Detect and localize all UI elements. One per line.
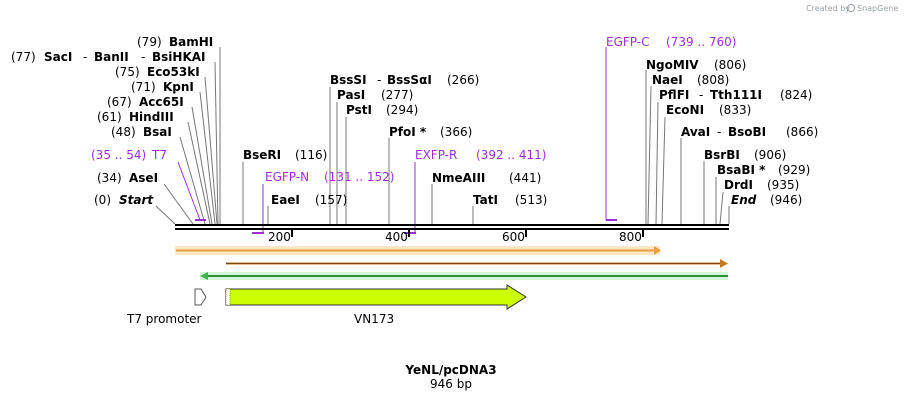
site-name-asei: AseI <box>129 171 158 185</box>
site-pos-pasi: (277) <box>381 88 413 102</box>
site-name-acc65i: Acc65I <box>139 95 184 109</box>
site-name-bsai: BsaI <box>143 125 172 139</box>
site-name-saci: SacI <box>44 50 72 64</box>
site-pos-pfoi: (366) <box>440 125 472 139</box>
site-pos-acc65i: (67) <box>107 95 132 109</box>
primer-range-exfp-r: (392 .. 411) <box>476 148 546 162</box>
orange-arrow-forward-2 <box>226 259 728 268</box>
site-name-ngomiv: NgoMIV <box>646 58 699 72</box>
site-pos-nmeaiii: (441) <box>509 171 541 185</box>
site-sep: - <box>717 125 721 139</box>
t7-promoter-arrow <box>194 288 207 306</box>
map-length: 946 bp <box>430 377 472 391</box>
site-pos-end: (946) <box>770 193 802 207</box>
site-pos-eco53ki: (75) <box>115 65 140 79</box>
site-name-tth111i: Tth111I <box>710 88 762 102</box>
ruler-ticks <box>291 229 644 237</box>
primer-range-egfp-c: (739 .. 760) <box>666 35 736 49</box>
map-title: YeNL/pcDNA3 <box>404 363 496 377</box>
credit-text: Created by <box>806 4 850 13</box>
site-pos-tati: (513) <box>515 193 547 207</box>
site-pos-bsabi: (929) <box>778 163 810 177</box>
site-name-nmeaiii: NmeAIII <box>432 171 485 185</box>
primer-name-t7: T7 <box>151 148 167 162</box>
site-lines <box>155 47 730 225</box>
site-name-bsssi: BssSI <box>330 73 367 87</box>
credit-brand: SnapGene <box>857 4 898 13</box>
site-name-start: Start <box>119 193 154 207</box>
site-name-hindiii: HindIII <box>129 110 174 124</box>
primer-range-t7: (35 .. 54) <box>91 148 146 162</box>
site-name-bsihkai: BsiHKAI <box>152 50 206 64</box>
tick-label-600: 600 <box>502 230 525 244</box>
site-pos-psti: (294) <box>386 103 418 117</box>
site-pos-hindiii: (61) <box>97 110 122 124</box>
site-pos-econi: (833) <box>719 103 751 117</box>
site-name-pfoi: PfoI * <box>389 125 427 139</box>
site-sep: - <box>141 50 145 64</box>
sites-left: (79) BamHI (77) SacI - BanII - BsiHKAI (… <box>11 35 213 207</box>
site-name-bsabi: BsaBI * <box>717 163 766 177</box>
primer-name-egfp-c: EGFP-C <box>606 35 649 49</box>
primer-name-egfp-n: EGFP-N <box>265 170 309 184</box>
sites-right: NgoMIV (806) NaeI (808) PflFI - Tth111I … <box>646 58 818 207</box>
site-name-naei: NaeI <box>652 73 683 87</box>
site-pos-kpni: (71) <box>131 80 156 94</box>
green-arrow-reverse <box>200 272 728 280</box>
site-name-bseri: BseRI <box>243 148 281 162</box>
site-pos-start: (0) <box>94 193 111 207</box>
site-name-end: End <box>731 193 757 207</box>
site-pos-bsssi: (266) <box>447 73 479 87</box>
site-name-bsobi: BsoBI <box>728 125 766 139</box>
dna-backbone <box>175 224 729 230</box>
site-pos-avai: (866) <box>786 125 818 139</box>
site-pos-saci: (77) <box>11 50 36 64</box>
primers <box>177 47 607 233</box>
site-sep: - <box>699 88 703 102</box>
site-name-econi: EcoNI <box>666 103 704 117</box>
snapgene-logo-icon <box>847 4 855 12</box>
site-name-drdi: DrdI <box>724 178 753 192</box>
site-sep: - <box>377 73 381 87</box>
site-pos-ngomiv: (806) <box>714 58 746 72</box>
site-name-pflfi: PflFI <box>659 88 689 102</box>
site-pos-bamhi: (79) <box>137 35 162 49</box>
site-pos-bseri: (116) <box>295 148 327 162</box>
site-name-pasi: PasI <box>337 88 365 102</box>
site-name-avai: AvaI <box>681 125 710 139</box>
primer-range-egfp-n: (131 .. 152) <box>324 170 394 184</box>
site-pos-pflfi: (824) <box>780 88 812 102</box>
feature-label-t7-promoter: T7 promoter <box>126 312 202 326</box>
tick-label-400: 400 <box>385 230 408 244</box>
site-pos-eaei: (157) <box>315 193 347 207</box>
sites-mid: BssSI - BssSαI (266) PasI (277) PstI (29… <box>243 73 547 207</box>
site-pos-asei: (34) <box>97 171 122 185</box>
site-name-eaei: EaeI <box>271 193 300 207</box>
vn173-arrow <box>225 284 527 310</box>
site-name-banii: BanII <box>94 50 129 64</box>
site-name-bamhi: BamHI <box>169 35 213 49</box>
site-pos-drdi: (935) <box>767 178 799 192</box>
site-name-kpni: KpnI <box>163 80 194 94</box>
site-name-tati: TatI <box>473 193 498 207</box>
site-name-eco53ki: Eco53kI <box>147 65 200 79</box>
feature-label-vn173: VN173 <box>354 312 394 326</box>
tick-label-200: 200 <box>268 230 291 244</box>
site-pos-bsai: (48) <box>111 125 136 139</box>
site-pos-naei: (808) <box>697 73 729 87</box>
orange-arrow-forward-1 <box>175 246 661 255</box>
primer-name-exfp-r: EXFP-R <box>415 148 457 162</box>
site-name-psti: PstI <box>346 103 372 117</box>
site-sep: - <box>83 50 87 64</box>
site-pos-bsrbi: (906) <box>754 148 786 162</box>
tick-label-800: 800 <box>619 230 642 244</box>
site-name-bsrbi: BsrBI <box>704 148 740 162</box>
site-name-bsssai: BssSαI <box>387 73 432 87</box>
